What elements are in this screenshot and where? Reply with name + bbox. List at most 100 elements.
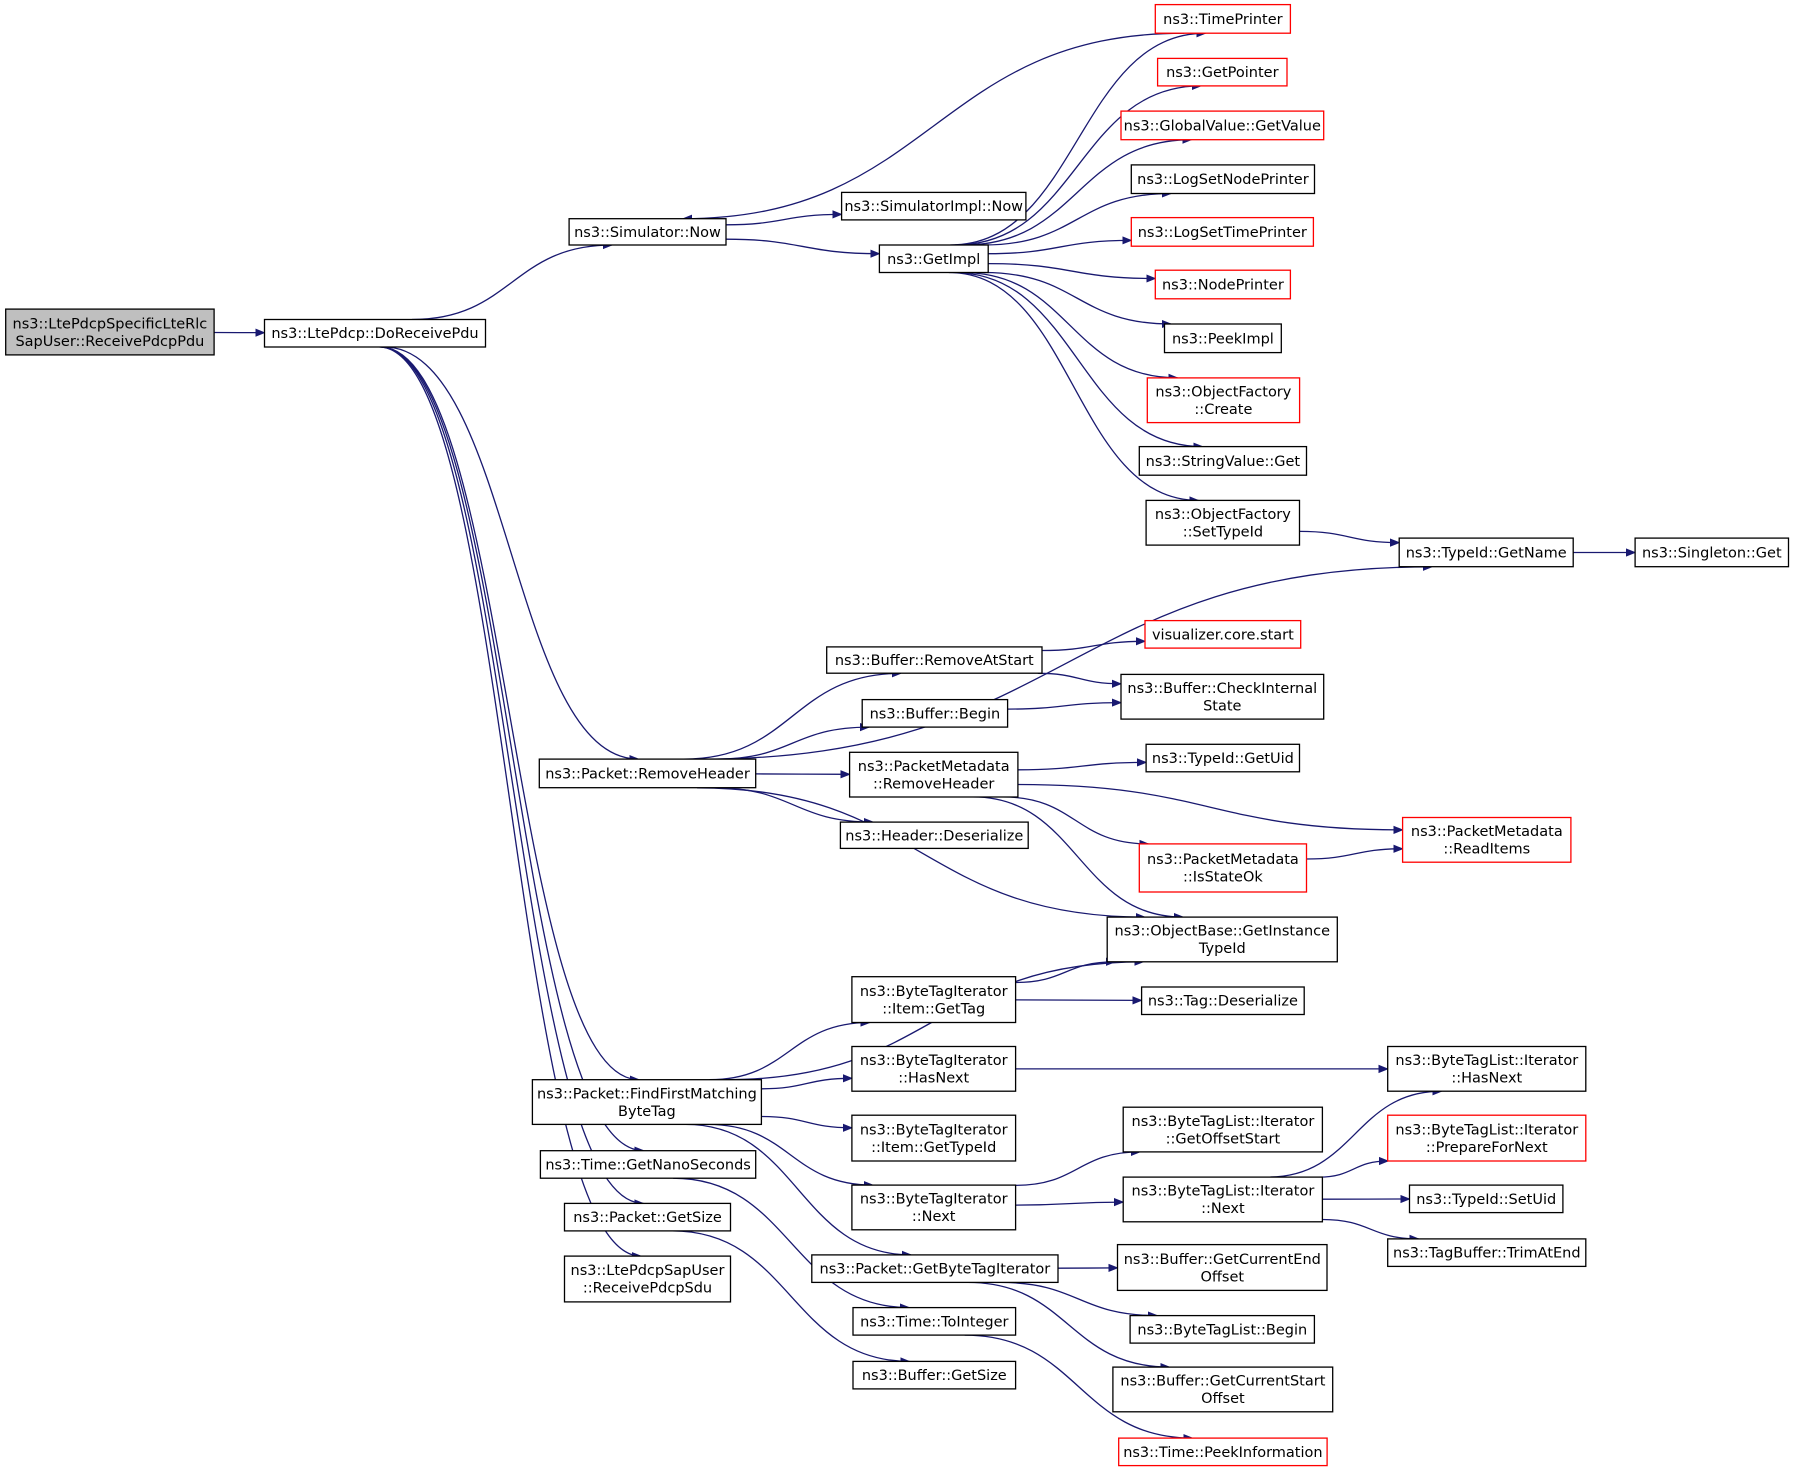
- node-peekImpl[interactable]: ns3::PeekImpl: [1163, 323, 1282, 354]
- node-box[interactable]: [811, 1254, 1059, 1284]
- node-box[interactable]: [1118, 1437, 1328, 1467]
- node-bufferRemoveAtStart[interactable]: ns3::Buffer::RemoveAtStart: [826, 646, 1043, 674]
- node-box[interactable]: [826, 646, 1043, 674]
- node-box[interactable]: [1145, 743, 1301, 773]
- node-pmReadItems[interactable]: ns3::PacketMetadata::ReadItems: [1401, 816, 1572, 863]
- node-box[interactable]: [861, 698, 1009, 728]
- node-ofCreate[interactable]: ns3::ObjectFactory::Create: [1146, 377, 1301, 424]
- node-btiItemGetTypeId[interactable]: ns3::ByteTagIterator::Item::GetTypeId: [851, 1114, 1017, 1162]
- node-box[interactable]: [852, 1360, 1017, 1390]
- node-btlIterNext[interactable]: ns3::ByteTagList::Iterator::Next: [1122, 1176, 1324, 1223]
- node-box[interactable]: [1138, 445, 1308, 476]
- node-pmIsStateOk[interactable]: ns3::PacketMetadata::IsStateOk: [1138, 843, 1308, 893]
- node-packetRemoveHeader[interactable]: ns3::Packet::RemoveHeader: [538, 758, 757, 789]
- node-box[interactable]: [1387, 1045, 1587, 1092]
- node-bufferBegin[interactable]: ns3::Buffer::Begin: [861, 698, 1009, 728]
- node-box[interactable]: [851, 1045, 1017, 1092]
- node-box[interactable]: [1163, 323, 1282, 354]
- node-box[interactable]: [840, 191, 1027, 221]
- node-tagBufferTrimAtEnd[interactable]: ns3::TagBuffer::TrimAtEnd: [1387, 1238, 1587, 1268]
- node-box[interactable]: [1634, 537, 1790, 568]
- node-box[interactable]: [1138, 843, 1308, 893]
- node-timePrinter[interactable]: ns3::TimePrinter: [1154, 3, 1292, 34]
- node-box[interactable]: [1130, 216, 1315, 247]
- node-tagDeserialize[interactable]: ns3::Tag::Deserialize: [1140, 986, 1305, 1016]
- node-timePeekInformation[interactable]: ns3::Time::PeekInformation: [1118, 1437, 1328, 1467]
- node-box[interactable]: [851, 1184, 1017, 1231]
- node-box[interactable]: [851, 976, 1017, 1024]
- node-box[interactable]: [852, 1306, 1017, 1336]
- node-bufferGetSize[interactable]: ns3::Buffer::GetSize: [852, 1360, 1017, 1390]
- node-box[interactable]: [848, 751, 1019, 798]
- node-nodePrinter[interactable]: ns3::NodePrinter: [1154, 269, 1292, 300]
- node-btlIterHasNext[interactable]: ns3::ByteTagList::Iterator::HasNext: [1387, 1045, 1587, 1092]
- node-singletonGet[interactable]: ns3::Singleton::Get: [1634, 537, 1790, 568]
- node-box[interactable]: [1145, 499, 1301, 546]
- node-btiItemGetTag[interactable]: ns3::ByteTagIterator::Item::GetTag: [851, 976, 1017, 1024]
- node-ofSetTypeId[interactable]: ns3::ObjectFactory::SetTypeId: [1145, 499, 1301, 546]
- node-typeIdGetUid[interactable]: ns3::TypeId::GetUid: [1145, 743, 1301, 773]
- node-box[interactable]: [1154, 3, 1292, 34]
- node-logSetNodePrinter[interactable]: ns3::LogSetNodePrinter: [1130, 164, 1316, 195]
- node-btiHasNext[interactable]: ns3::ByteTagIterator::HasNext: [851, 1045, 1017, 1092]
- node-globalGetValue[interactable]: ns3::GlobalValue::GetValue: [1120, 110, 1325, 141]
- node-btlIterGetOffsetStart[interactable]: ns3::ByteTagList::Iterator::GetOffsetSta…: [1122, 1106, 1324, 1153]
- node-box[interactable]: [1129, 1314, 1316, 1344]
- node-btiNext[interactable]: ns3::ByteTagIterator::Next: [851, 1184, 1017, 1231]
- node-box[interactable]: [1120, 673, 1325, 720]
- node-getPointer[interactable]: ns3::GetPointer: [1156, 57, 1288, 87]
- node-box[interactable]: [851, 1114, 1017, 1162]
- node-typeIdSetUid[interactable]: ns3::TypeId::SetUid: [1408, 1184, 1564, 1214]
- node-box[interactable]: [1387, 1114, 1587, 1162]
- node-box[interactable]: [1401, 816, 1572, 863]
- node-box[interactable]: [1106, 916, 1338, 963]
- node-simNow[interactable]: ns3::Simulator::Now: [568, 218, 727, 246]
- node-headerDeserialize[interactable]: ns3::Header::Deserialize: [839, 821, 1029, 850]
- node-box[interactable]: [1408, 1184, 1564, 1214]
- node-logSetTimePrinter[interactable]: ns3::LogSetTimePrinter: [1130, 216, 1315, 247]
- node-box[interactable]: [1144, 619, 1302, 649]
- node-vizCoreStart[interactable]: visualizer.core.start: [1144, 619, 1302, 649]
- node-box[interactable]: [539, 1150, 757, 1179]
- node-packetGetByteTagIterator[interactable]: ns3::Packet::GetByteTagIterator: [811, 1254, 1059, 1284]
- node-box[interactable]: [531, 1079, 763, 1126]
- node-simImplNow[interactable]: ns3::SimulatorImpl::Now: [840, 191, 1027, 221]
- node-getImpl[interactable]: ns3::GetImpl: [878, 244, 989, 274]
- node-box[interactable]: [563, 1202, 732, 1232]
- node-box[interactable]: [1122, 1106, 1324, 1153]
- node-doReceivePdu[interactable]: ns3::LtePdcp::DoReceivePdu: [263, 318, 487, 348]
- node-ltePdcpSapUserReceive[interactable]: ns3::LtePdcpSapUser::ReceivePdcpSdu: [563, 1255, 732, 1303]
- node-box[interactable]: [5, 308, 215, 356]
- node-box[interactable]: [878, 244, 989, 274]
- node-box[interactable]: [263, 318, 487, 348]
- node-box[interactable]: [1146, 377, 1301, 424]
- node-box[interactable]: [563, 1255, 732, 1303]
- node-box[interactable]: [538, 758, 757, 789]
- node-box[interactable]: [568, 218, 727, 246]
- node-box[interactable]: [1154, 269, 1292, 300]
- node-box[interactable]: [1156, 57, 1288, 87]
- node-btlBegin[interactable]: ns3::ByteTagList::Begin: [1129, 1314, 1316, 1344]
- node-box[interactable]: [1387, 1238, 1587, 1268]
- node-timeToInteger[interactable]: ns3::Time::ToInteger: [852, 1306, 1017, 1336]
- node-box[interactable]: [1140, 986, 1305, 1016]
- node-btlIterPrepareForNext[interactable]: ns3::ByteTagList::Iterator::PrepareForNe…: [1387, 1114, 1587, 1162]
- node-box[interactable]: [1122, 1176, 1324, 1223]
- node-box[interactable]: [1120, 110, 1325, 141]
- node-stringValueGet[interactable]: ns3::StringValue::Get: [1138, 445, 1308, 476]
- node-box[interactable]: [1398, 537, 1574, 568]
- node-typeIdGetName[interactable]: ns3::TypeId::GetName: [1398, 537, 1574, 568]
- node-box[interactable]: [839, 821, 1029, 850]
- node-root[interactable]: ns3::LtePdcpSpecificLteRlcSapUser::Recei…: [5, 308, 215, 356]
- node-timeGetNanoSeconds[interactable]: ns3::Time::GetNanoSeconds: [539, 1150, 757, 1179]
- node-box[interactable]: [1130, 164, 1316, 195]
- node-box[interactable]: [1112, 1366, 1334, 1413]
- node-box[interactable]: [1116, 1243, 1328, 1292]
- node-pmRemoveHeader[interactable]: ns3::PacketMetadata::RemoveHeader: [848, 751, 1019, 798]
- node-packetGetSize[interactable]: ns3::Packet::GetSize: [563, 1202, 732, 1232]
